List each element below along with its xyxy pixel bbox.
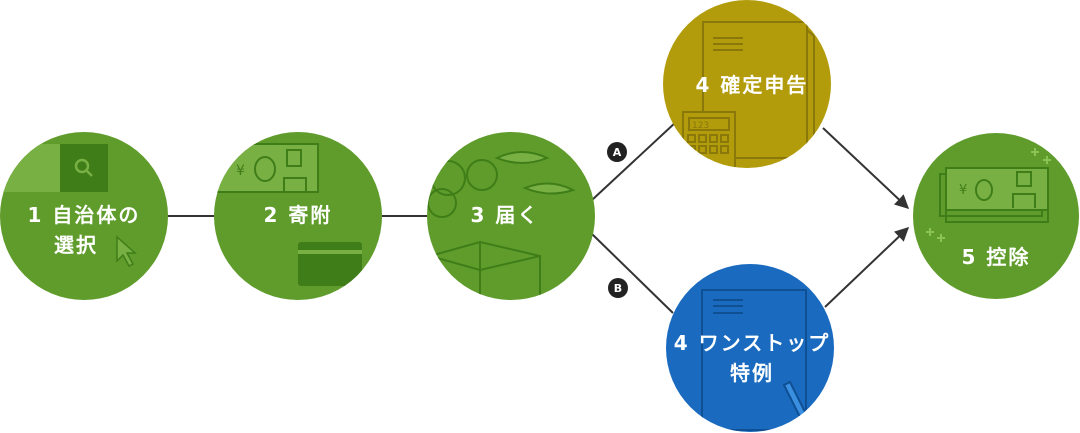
arrow-4b-5 — [824, 227, 910, 308]
svg-text:5 控除: 5 控除 — [962, 245, 1031, 269]
fish-box-icon — [427, 151, 576, 300]
step-4a-tax-return: 123 4 確定申告 — [663, 0, 831, 168]
svg-text:選択: 選択 — [54, 233, 98, 257]
step-5-deduction: ¥ 5 控除 — [913, 133, 1079, 299]
credit-card-icon — [298, 242, 362, 286]
step-1-select-municipality: 1 自治体の 選択 — [0, 132, 168, 300]
connector-3-4a — [591, 121, 677, 201]
svg-text:¥: ¥ — [959, 183, 967, 198]
svg-text:¥: ¥ — [236, 163, 245, 179]
step-2-donation: ¥ 2 寄附 — [214, 132, 382, 300]
step-3-delivered: 3 届く — [427, 132, 595, 300]
calculator-document-icon — [682, 21, 815, 168]
search-icon — [60, 144, 108, 192]
connector-3-4b — [591, 233, 674, 314]
arrow-4a-5 — [822, 127, 910, 209]
banknote-icon — [926, 148, 1051, 242]
branch-badge-a: A — [607, 142, 627, 162]
svg-text:2 寄附: 2 寄附 — [264, 203, 333, 227]
step-4b-one-stop-exception: 4 ワンストップ 特例 — [666, 264, 834, 432]
branch-badge-b: B — [608, 278, 628, 298]
cursor-icon — [116, 235, 137, 267]
svg-text:A: A — [613, 146, 622, 159]
svg-text:1 自治体の: 1 自治体の — [28, 203, 141, 227]
svg-text:3 届く: 3 届く — [471, 203, 540, 227]
svg-text:4 ワンストップ: 4 ワンストップ — [674, 331, 830, 355]
svg-text:123: 123 — [692, 121, 709, 131]
svg-text:B: B — [614, 282, 622, 295]
svg-text:4 確定申告: 4 確定申告 — [696, 73, 809, 97]
svg-text:特例: 特例 — [730, 361, 774, 385]
